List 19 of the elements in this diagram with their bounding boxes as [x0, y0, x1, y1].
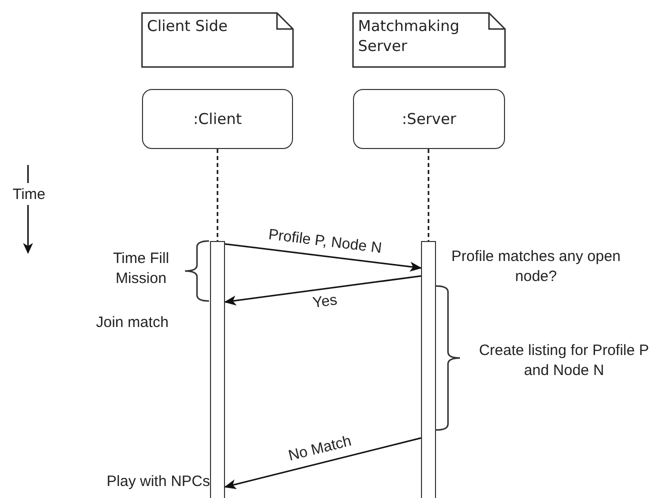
annotation-text: Profile matches any open node? [450, 247, 622, 287]
message-arrow [224, 243, 422, 272]
message-arrow [224, 275, 422, 306]
lifeline-header [353, 89, 505, 149]
annotation-text: Create listing for Profile P and Node N [478, 341, 650, 381]
annotation-text: Join match [96, 313, 170, 333]
object-name: :Server [402, 110, 456, 128]
lifeline-header [142, 89, 293, 149]
note-text: Client Side [147, 17, 228, 35]
note-text: Matchmaking Server [358, 17, 460, 55]
annotation-text: Time Fill Mission [112, 249, 170, 289]
message-arrow [224, 437, 422, 490]
activation-bar [421, 241, 436, 498]
activation-bar [210, 241, 225, 498]
object-name: :Client [193, 110, 242, 128]
annotation-text: Time [12, 185, 46, 205]
lifeline [428, 149, 430, 241]
annotation-text: Play with NPCs [106, 472, 210, 492]
lifeline [216, 149, 218, 241]
